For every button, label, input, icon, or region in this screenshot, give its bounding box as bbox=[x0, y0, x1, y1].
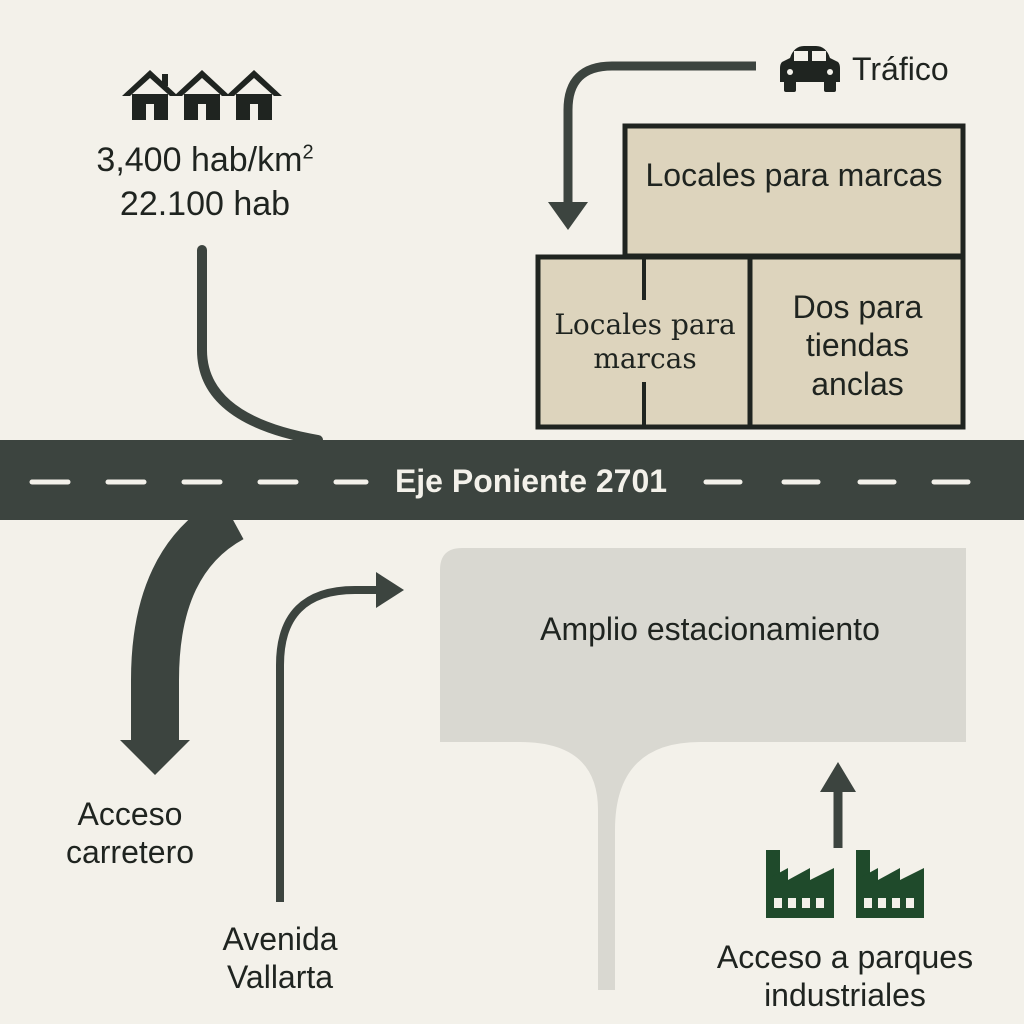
access-road-arrow bbox=[131, 496, 245, 742]
access-road-label: Acceso carretero bbox=[65, 796, 195, 871]
road-name: Eje Poniente 2701 bbox=[376, 462, 686, 501]
avenue-label: Avenida Vallarta bbox=[222, 921, 338, 996]
population-density-text: 3,400 hab/km bbox=[96, 141, 303, 179]
store-left-label: Locales para marcas bbox=[554, 308, 736, 375]
traffic-label: Tráfico bbox=[852, 51, 949, 87]
traffic-arrowhead bbox=[548, 202, 588, 230]
population-total: 22.100 hab bbox=[119, 185, 291, 223]
store-block-top bbox=[622, 123, 966, 259]
population-density-exponent: 2 bbox=[302, 141, 314, 164]
avenue-arrowhead bbox=[376, 572, 404, 608]
store-top-label: Locales para marcas bbox=[645, 157, 943, 193]
industrial-arrowhead bbox=[820, 762, 856, 792]
avenue-arrow bbox=[276, 586, 382, 902]
population-density: 3,400 hab/km2 bbox=[40, 140, 370, 181]
parking-area bbox=[440, 548, 966, 990]
store-block-anchors bbox=[747, 254, 966, 430]
parking-label: Amplio estacionamiento bbox=[540, 611, 880, 647]
traffic-arrow bbox=[563, 61, 756, 208]
car-icon bbox=[780, 46, 840, 92]
access-road-arrowhead bbox=[120, 740, 190, 775]
store-anchors-label: Dos para tiendas anclas bbox=[792, 289, 923, 402]
population-line bbox=[197, 245, 323, 445]
industrial-label: Acceso a parques industriales bbox=[716, 939, 974, 1014]
houses-icon bbox=[122, 70, 282, 120]
factory-icon bbox=[766, 850, 924, 918]
